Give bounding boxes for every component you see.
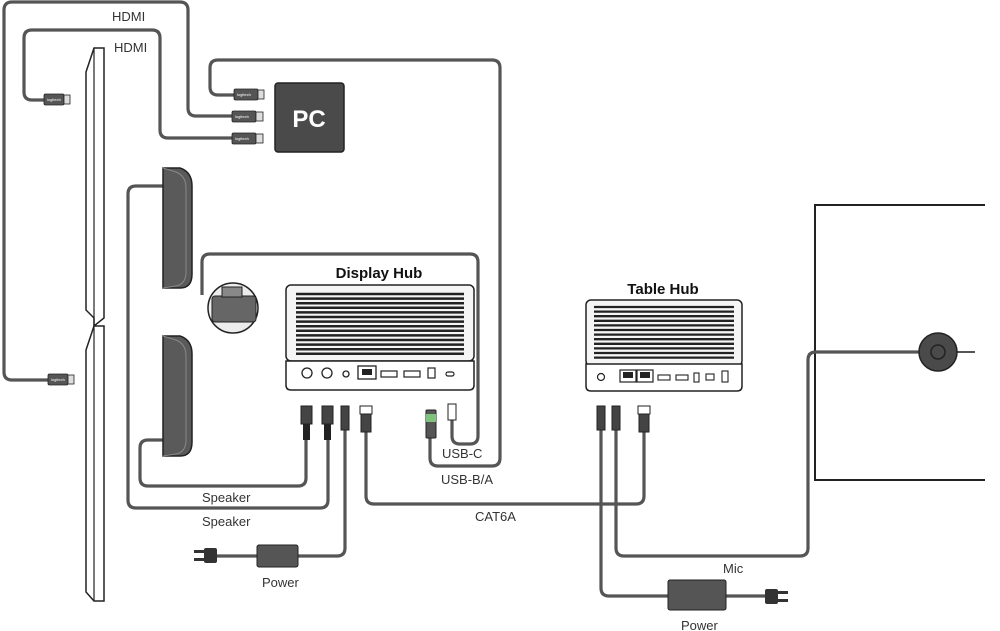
label-cat6a: CAT6A bbox=[475, 509, 516, 524]
display-panel-bottom bbox=[85, 325, 105, 602]
label-speaker-1: Speaker bbox=[202, 490, 251, 505]
display-hub-title: Display Hub bbox=[336, 265, 423, 282]
pc-label: PC bbox=[292, 106, 325, 133]
table-hub-plugs bbox=[596, 405, 651, 433]
svg-text:logitech: logitech bbox=[235, 136, 249, 141]
power-cable-display-hub bbox=[298, 430, 347, 558]
connector-pc-hdmi-1: logitech bbox=[231, 110, 264, 123]
label-power-1: Power bbox=[262, 575, 300, 590]
mic-pod bbox=[918, 332, 958, 372]
power-supply-display-hub bbox=[194, 544, 299, 568]
speaker-bottom bbox=[162, 335, 193, 457]
power-cable-table-hub bbox=[599, 430, 668, 598]
power-supply-table-hub bbox=[667, 579, 788, 611]
table-hub: Table Hub bbox=[585, 281, 743, 392]
hdmi-cable-top-display bbox=[22, 28, 232, 140]
speaker-top bbox=[162, 167, 193, 289]
connector-bottom-display: logitech bbox=[47, 373, 75, 386]
table-outline bbox=[814, 204, 985, 481]
connector-pc-usb: logitech bbox=[233, 88, 265, 101]
label-mic: Mic bbox=[723, 561, 744, 576]
speaker-cable-bottom bbox=[138, 438, 308, 488]
cables bbox=[2, 0, 975, 598]
connector-pc-hdmi-2: logitech bbox=[231, 132, 264, 145]
label-hdmi-2: HDMI bbox=[114, 40, 147, 55]
cat6a-cable bbox=[364, 430, 646, 506]
svg-text:logitech: logitech bbox=[235, 114, 249, 119]
table-hub-title: Table Hub bbox=[627, 281, 698, 298]
pc-box: PC bbox=[274, 82, 345, 153]
label-usb-b-a: USB-B/A bbox=[441, 472, 493, 487]
label-hdmi-1: HDMI bbox=[112, 9, 145, 24]
svg-text:logitech: logitech bbox=[237, 92, 251, 97]
hdmi-cable-bottom-display bbox=[2, 0, 232, 382]
display-hub: Display Hub bbox=[285, 265, 475, 391]
connector-top-display: logitech bbox=[43, 93, 71, 106]
svg-text:logitech: logitech bbox=[47, 97, 61, 102]
label-speaker-2: Speaker bbox=[202, 514, 251, 529]
display-panel-top bbox=[85, 47, 105, 328]
label-usb-c: USB-C bbox=[442, 446, 482, 461]
speaker-cable-top bbox=[126, 184, 330, 510]
usb-c-cable bbox=[200, 252, 480, 446]
usb-b-a-cable bbox=[208, 58, 502, 468]
label-power-2: Power bbox=[681, 618, 719, 631]
display-hub-plugs bbox=[300, 403, 457, 440]
camera-device bbox=[207, 282, 259, 334]
mic-cable bbox=[614, 350, 920, 558]
svg-text:logitech: logitech bbox=[51, 377, 65, 382]
